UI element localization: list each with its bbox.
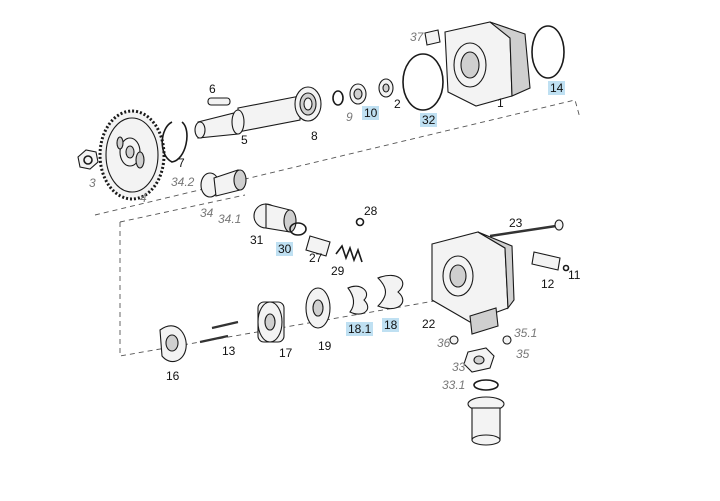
label-2: 2 [394,97,401,111]
part-29-spring [335,244,363,263]
part-35-fitting [502,335,512,345]
part-12-plate [531,251,561,271]
label-34-1: 34.1 [218,212,242,226]
part-16-end-plate [159,325,187,363]
part-3-nut [77,149,99,170]
part-8-bearing [294,86,322,122]
label-3: 3 [89,176,96,190]
part-34-drive-assembly [200,169,247,198]
part-33-nut [463,347,495,373]
label-19: 19 [318,339,332,353]
label-18-1: 18.1 [346,322,374,336]
label-10: 10 [362,106,380,120]
label-35-1: 35.1 [514,326,538,340]
part-4-gear [98,109,166,201]
label-8: 8 [311,129,318,143]
label-27: 27 [309,251,323,265]
part-2-bushing [378,78,394,98]
part-14-oring [531,25,565,79]
label-5: 5 [241,133,248,147]
label-7: 7 [178,156,185,170]
part-7-circlip [161,121,188,163]
boundary-line-mid [119,194,246,223]
part-17-rotor [257,301,285,343]
label-22: 22 [422,317,436,331]
label-37: 37 [410,30,424,44]
part-18-cam-ring [377,274,404,310]
part-1-housing [444,21,531,107]
part-13-pins [199,320,239,344]
label-9: 9 [346,110,353,124]
label-14: 14 [548,81,566,95]
label-34-2: 34.2 [171,175,195,189]
label-13: 13 [222,344,236,358]
part-32-oring [402,53,444,111]
part-37-bracket [424,29,441,46]
part-6-key [207,97,231,106]
part-19-side-plate [305,287,331,329]
label-1: 1 [497,96,504,110]
label-29: 29 [331,264,345,278]
label-12: 12 [541,277,555,291]
part-31-valve-body [253,203,297,233]
part-28-ball [355,217,365,227]
part-30-ring [289,222,307,236]
part-33-1-ring [473,379,499,391]
label-6: 6 [209,82,216,96]
part-22-lower-housing [431,231,515,335]
label-34: 34 [200,206,214,220]
part-5-shaft [194,95,301,139]
label-17: 17 [279,346,293,360]
boundary-line-top [94,99,581,216]
part-23-bolt [489,219,564,238]
label-16: 16 [166,369,180,383]
label-4: 4 [140,191,147,205]
part-27-plunger [305,235,331,257]
part-18-1-cam-ring [347,285,369,315]
label-36: 36 [437,336,451,350]
label-33: 33 [452,360,466,374]
part-10-bearing [349,83,367,105]
label-23: 23 [509,216,523,230]
label-30: 30 [276,242,294,256]
label-35: 35 [516,347,530,361]
part-36-fitting [449,335,459,345]
label-33-1: 33.1 [442,378,466,392]
label-18: 18 [382,318,400,332]
part-35-outlet [467,396,505,446]
part-9-ring [332,90,344,106]
part-11-screw [562,264,570,272]
label-11: 11 [568,268,581,282]
label-28: 28 [364,204,378,218]
label-31: 31 [250,233,264,247]
label-32: 32 [420,113,438,127]
